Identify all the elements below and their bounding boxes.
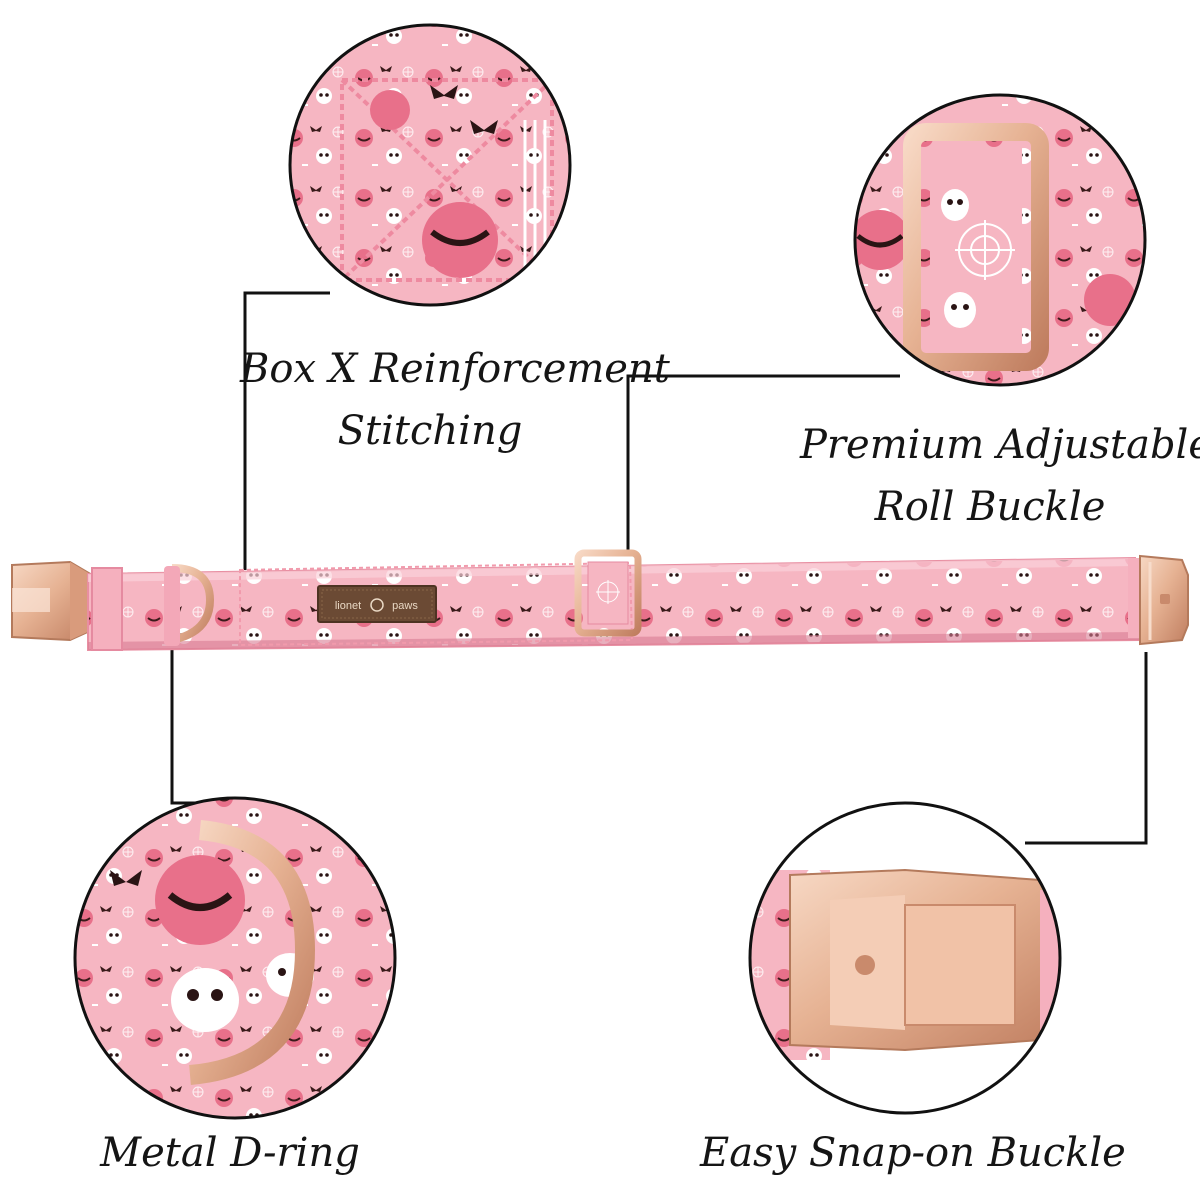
leader-line-d-ring <box>170 650 230 805</box>
roll-buckle <box>574 549 642 637</box>
caption-roll-buckle: Premium Adjustable Roll Buckle <box>800 414 1200 538</box>
left-snap-buckle <box>11 560 93 642</box>
leader-lines <box>170 291 1148 845</box>
brand-logo-icon <box>370 598 384 612</box>
caption-line: Box X Reinforcement <box>240 346 670 392</box>
detail-roll-buckle <box>853 93 1147 387</box>
caption-d-ring: Metal D-ring <box>100 1122 360 1184</box>
leader-line-snap-buckle <box>1025 652 1148 845</box>
caption-box-x-stitching: Box X Reinforcement Stitching <box>240 338 670 462</box>
caption-line: Easy Snap-on Buckle <box>700 1130 1126 1176</box>
leader-line-roll-buckle <box>626 374 900 555</box>
brand-tag-text-1: lionet <box>335 600 361 612</box>
dog-collar: lionet paws <box>11 549 1189 652</box>
d-ring <box>164 564 215 646</box>
caption-snap-buckle: Easy Snap-on Buckle <box>700 1122 1126 1184</box>
brand-tag-text-2: paws <box>392 600 418 612</box>
caption-line: Metal D-ring <box>100 1130 360 1176</box>
detail-d-ring <box>73 796 397 1120</box>
brand-tag: lionet paws <box>317 585 437 623</box>
caption-line: Roll Buckle <box>874 484 1106 530</box>
caption-line: Premium Adjustable <box>800 422 1200 468</box>
caption-line: Stitching <box>337 408 523 454</box>
detail-snap-buckle <box>748 801 1062 1115</box>
leader-line-box-x <box>243 291 330 570</box>
right-snap-buckle <box>1128 554 1189 646</box>
detail-box-x-stitching <box>288 23 572 307</box>
